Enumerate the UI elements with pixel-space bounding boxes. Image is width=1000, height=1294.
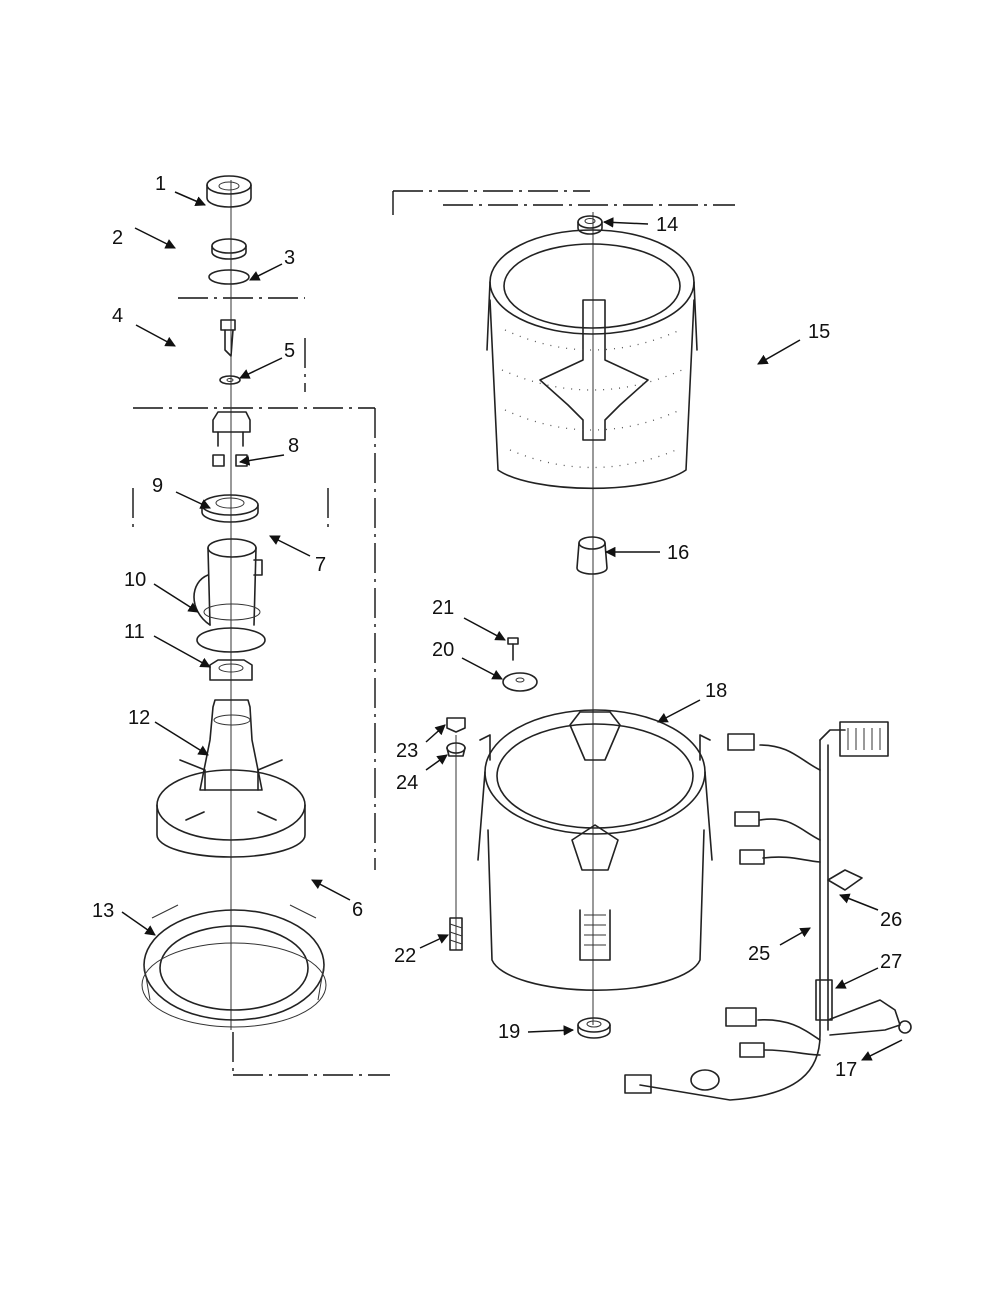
part-18-outer-tub [477, 709, 713, 991]
part-24-cap [446, 742, 466, 757]
part-19-seal [577, 1017, 611, 1039]
part-20-bracket [502, 672, 538, 692]
callout-20: 20 [432, 639, 454, 661]
callout-5: 5 [284, 340, 295, 362]
callout-4: 4 [112, 305, 123, 327]
part-11-coupler [209, 659, 253, 681]
callout-3: 3 [284, 247, 295, 269]
callout-26: 26 [880, 909, 902, 931]
callout-22: 22 [394, 945, 416, 967]
callout-labels: 1 2 3 4 5 6 7 8 9 10 11 12 13 14 15 16 1… [92, 173, 902, 1081]
leader-arrows [121, 191, 903, 1061]
part-21-screw [507, 637, 519, 661]
callout-24: 24 [396, 772, 418, 794]
callout-23: 23 [396, 740, 418, 762]
part-23-grommet [446, 717, 466, 733]
part-9-retainer [201, 494, 259, 523]
center-axes [230, 180, 594, 1030]
callout-11: 11 [124, 621, 145, 643]
callout-8: 8 [288, 435, 299, 457]
part-16-bearing [576, 536, 608, 575]
callout-12: 12 [128, 707, 150, 729]
callout-6: 6 [352, 899, 363, 921]
callout-7: 7 [315, 554, 326, 576]
callout-14: 14 [656, 214, 678, 236]
part-2-disc [211, 238, 247, 260]
callout-21: 21 [432, 597, 454, 619]
phantom-lines [132, 190, 735, 1076]
part-22-spring [449, 917, 463, 951]
callout-19: 19 [498, 1021, 520, 1043]
callout-15: 15 [808, 321, 830, 343]
part-4-bolt [220, 319, 236, 357]
part-1-cap [206, 175, 252, 208]
part-12-agitator [156, 699, 306, 858]
callout-2: 2 [112, 227, 123, 249]
callout-27: 27 [880, 951, 902, 973]
callout-1: 1 [155, 173, 166, 195]
part-10-drive-tube [193, 538, 266, 653]
part-25-wire-harness [624, 721, 889, 1101]
part-5-washer [219, 375, 241, 385]
part-13-balance-ring [141, 904, 327, 1028]
part-8-clip [212, 411, 251, 467]
callout-13: 13 [92, 900, 114, 922]
part-17-connector [827, 999, 912, 1036]
callout-10: 10 [124, 569, 146, 591]
part-26-sleeve [827, 869, 863, 891]
part-27-clip [815, 979, 833, 1021]
callout-18: 18 [705, 680, 727, 702]
callout-17: 17 [835, 1059, 857, 1081]
part-15-wash-basket [486, 229, 698, 490]
part-14-nut [577, 215, 603, 235]
callout-16: 16 [667, 542, 689, 564]
part-3-ring [208, 269, 250, 285]
callout-9: 9 [152, 475, 163, 497]
callout-25: 25 [748, 943, 770, 965]
